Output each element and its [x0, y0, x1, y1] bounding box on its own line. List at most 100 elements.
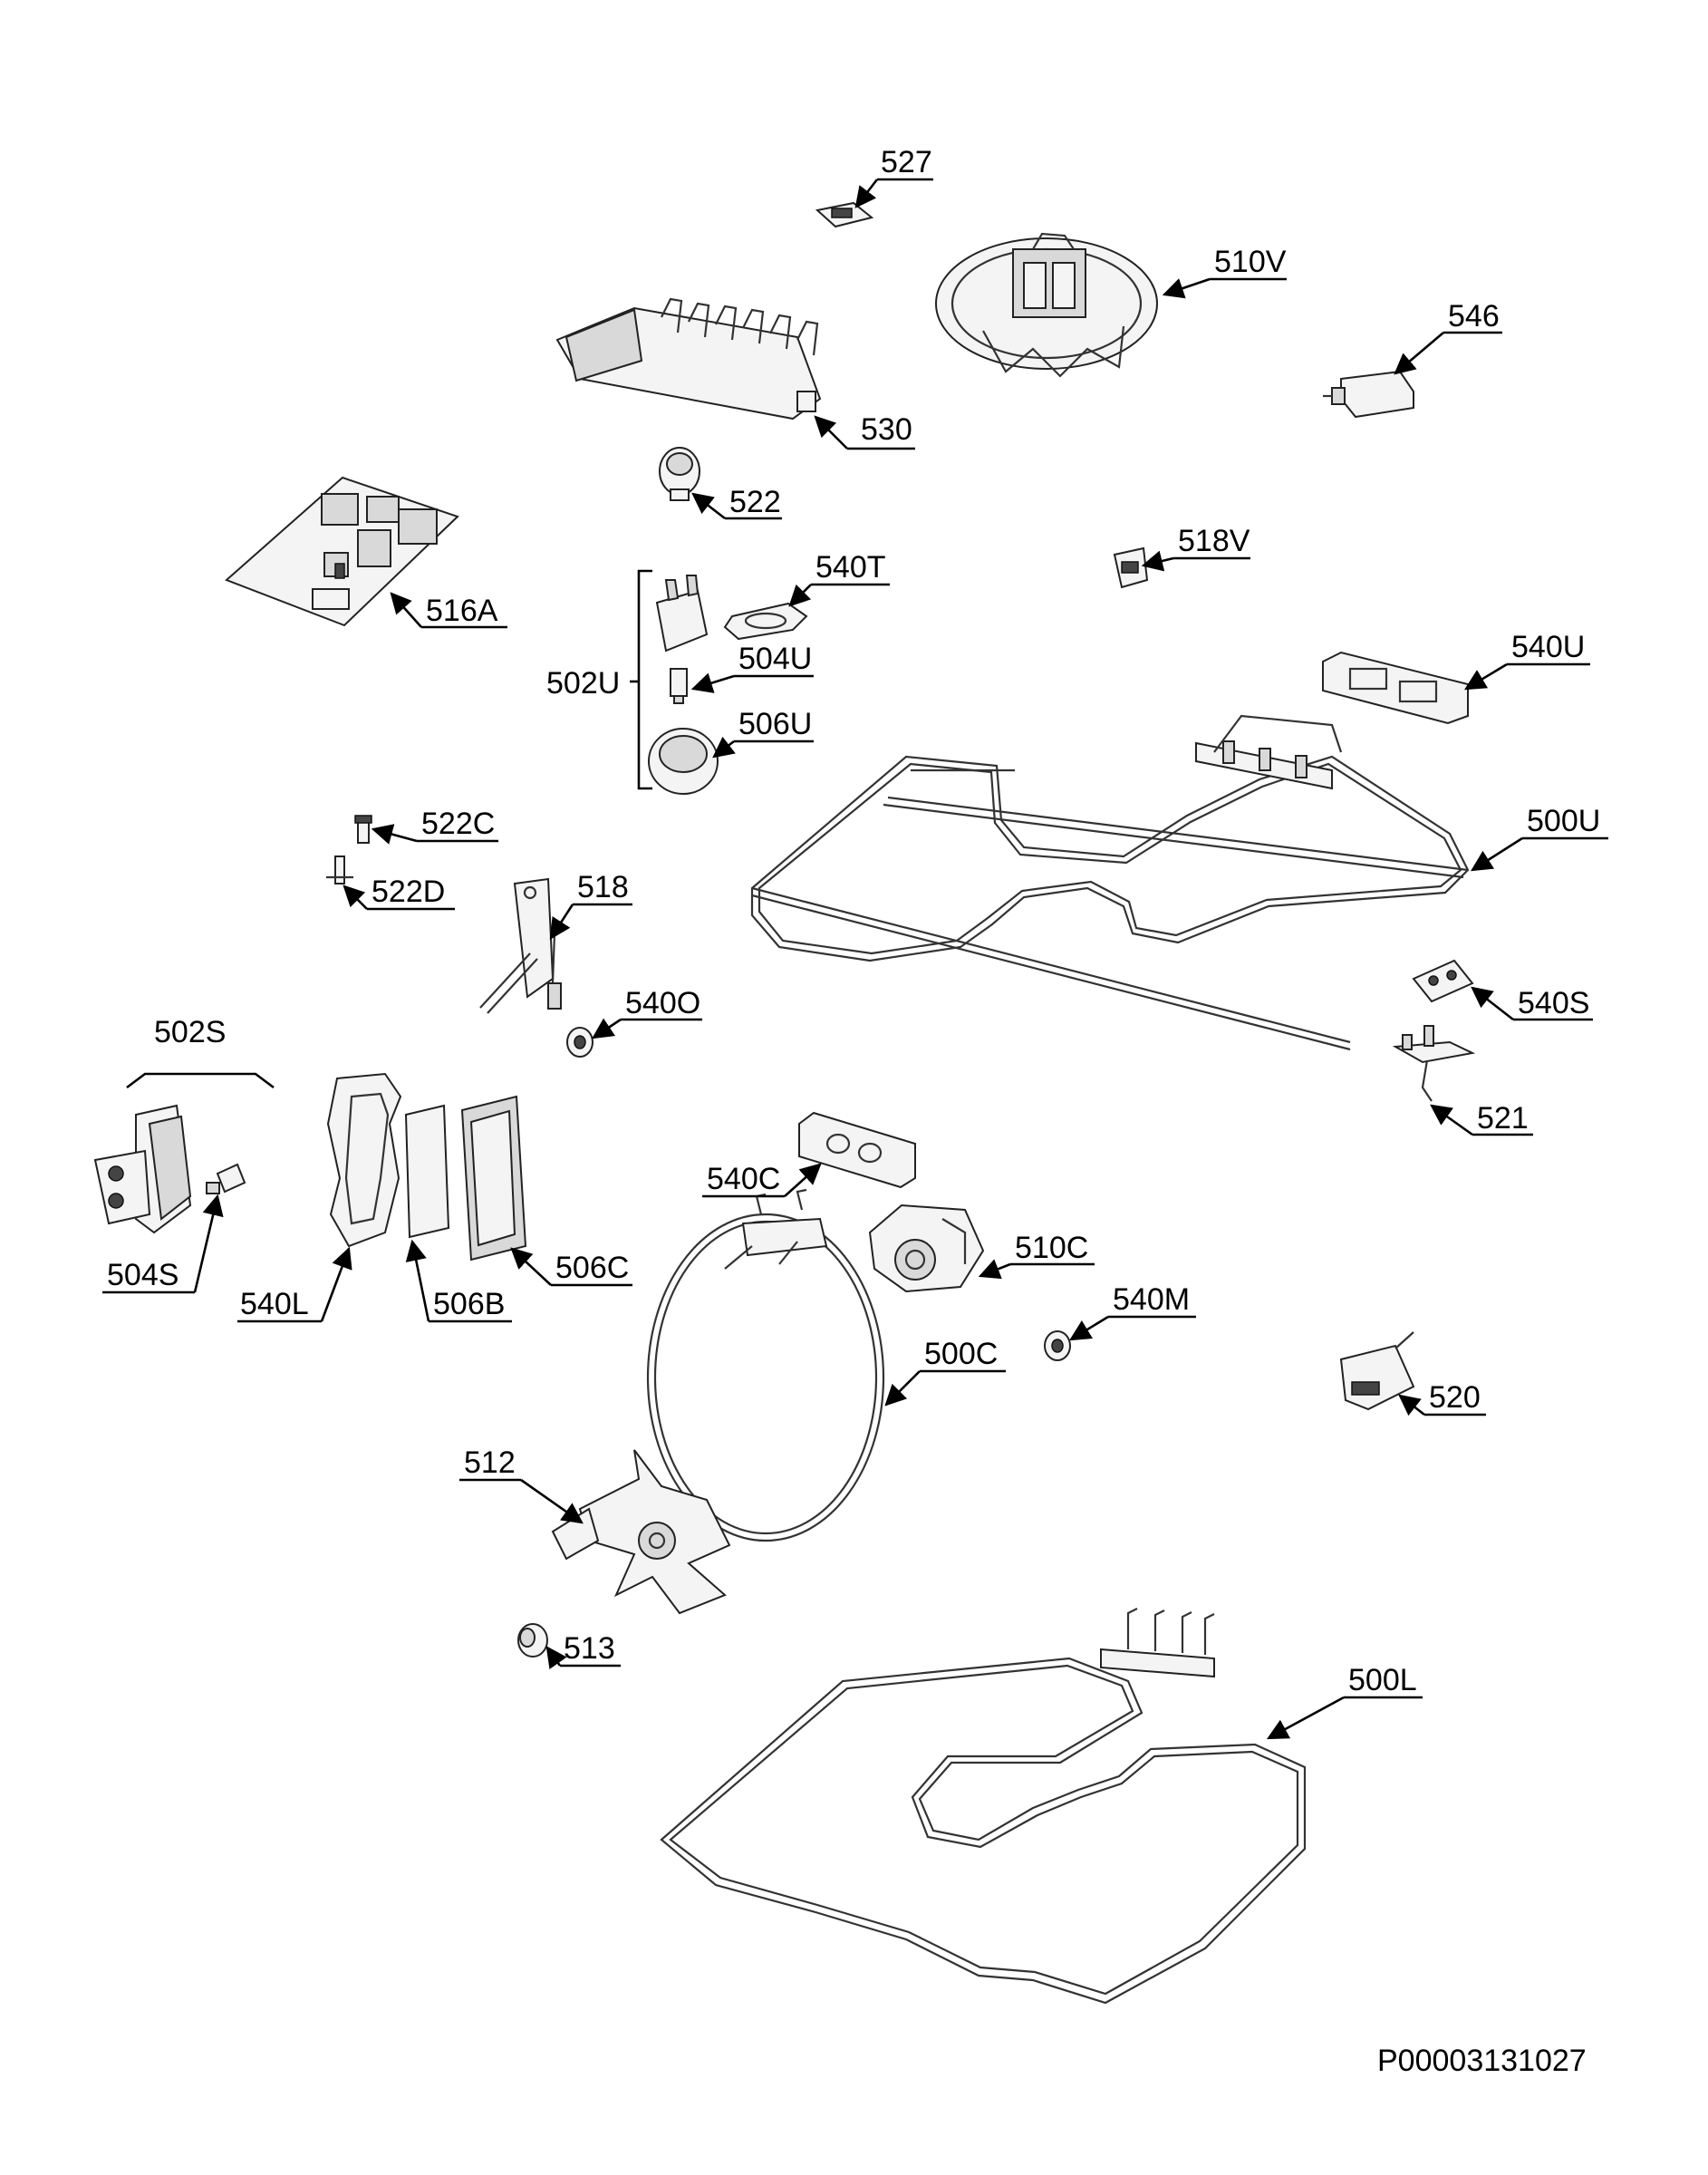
callout-540M: 540M [1069, 1282, 1196, 1341]
part-522C-clip [354, 815, 372, 844]
callout-518V: 518V [1141, 524, 1250, 572]
part-500C-circular-heating-element [646, 1188, 885, 1542]
callout-label-540U: 540U [1511, 630, 1585, 664]
callout-label-510C: 510C [1015, 1231, 1088, 1265]
callout-530: 530 [814, 412, 915, 450]
part-522D-clip [326, 856, 353, 884]
callout-label-518: 518 [577, 870, 629, 904]
callout-546: 546 [1394, 299, 1502, 375]
callout-label-506U: 506U [738, 707, 812, 741]
part-540U-gasket-plate [1322, 651, 1469, 725]
callout-label-521: 521 [1477, 1101, 1529, 1136]
callout-label-500U: 500U [1527, 804, 1600, 838]
callout-label-546: 546 [1448, 299, 1500, 334]
callout-540C: 540C [702, 1162, 822, 1198]
callout-label-510V: 510V [1214, 245, 1287, 279]
callout-506C: 506C [510, 1247, 632, 1287]
drawing-code: P00003131027 [1377, 2044, 1587, 2078]
callout-label-522C: 522C [421, 807, 495, 841]
callout-522C: 522C [371, 807, 498, 845]
part-530-terminal-block [555, 297, 822, 420]
part-518-temperature-sensor [479, 877, 562, 1014]
callout-522: 522 [691, 485, 782, 520]
part-540C-gasket-plate [798, 1111, 916, 1189]
callout-500C: 500C [884, 1337, 1006, 1406]
callout-540S: 540S [1471, 986, 1593, 1021]
callout-label-520: 520 [1429, 1380, 1481, 1415]
callout-label-506B: 506B [433, 1287, 505, 1321]
callout-510C: 510C [978, 1231, 1095, 1280]
callout-label-504S: 504S [107, 1258, 179, 1292]
callout-label-502S: 502S [154, 1015, 226, 1049]
callout-518: 518 [549, 870, 632, 940]
callout-label-516A: 516A [426, 594, 498, 628]
part-527-clip [815, 201, 874, 228]
callout-510V: 510V [1162, 245, 1287, 299]
callout-label-540L: 540L [240, 1287, 309, 1321]
part-516A-control-board [225, 476, 459, 627]
part-500U-grill-element [750, 714, 1470, 1051]
callout-label-513: 513 [564, 1631, 615, 1666]
callout-label-540S: 540S [1518, 986, 1589, 1020]
part-540T-gasket [723, 602, 808, 641]
callout-512: 512 [459, 1445, 584, 1524]
part-502S-side-lamp-assembly [93, 1104, 192, 1234]
part-506U-lamp-glass [648, 728, 719, 795]
part-540L-gasket [326, 1072, 402, 1248]
part-540M-grommet [1044, 1330, 1071, 1361]
callout-522D: 522D [343, 875, 455, 911]
part-513-nut [517, 1623, 548, 1658]
callout-506U: 506U [712, 707, 814, 759]
callout-label-506C: 506C [555, 1251, 629, 1285]
callout-527: 527 [854, 145, 933, 208]
callout-502U: 502U [546, 666, 620, 701]
part-506C-lamp-frame [460, 1095, 527, 1262]
callout-label-522D: 522D [372, 875, 445, 909]
part-518V-door-switch [1113, 546, 1149, 589]
callout-label-500L: 500L [1348, 1663, 1417, 1697]
part-504U-lamp-bulb [670, 668, 688, 704]
callout-502S: 502S [154, 1015, 226, 1049]
part-506B-lamp-glass [404, 1104, 450, 1239]
callout-label-527: 527 [881, 145, 932, 179]
callout-540T: 540T [788, 550, 890, 607]
callout-516A: 516A [390, 592, 507, 629]
callout-521: 521 [1430, 1101, 1533, 1136]
callout-500L: 500L [1266, 1663, 1423, 1740]
callout-label-504U: 504U [738, 642, 812, 676]
part-512-fan-impeller [551, 1449, 731, 1615]
callout-label-540M: 540M [1113, 1282, 1190, 1317]
part-500L-bottom-heating-element [660, 1608, 1307, 2005]
callout-label-500C: 500C [924, 1337, 998, 1371]
callout-504U: 504U [690, 642, 814, 693]
callout-513: 513 [545, 1631, 621, 1669]
part-521-bracket [1392, 1025, 1476, 1102]
callout-540O: 540O [592, 986, 702, 1039]
part-504S-side-lamp-bulb [206, 1163, 246, 1194]
callout-500U: 500U [1471, 804, 1608, 872]
callout-506B: 506B [405, 1239, 512, 1323]
callout-label-522: 522 [729, 485, 781, 519]
part-540S-plate [1412, 959, 1474, 1003]
part-522-thermostat [659, 447, 700, 501]
callout-label-502U: 502U [546, 666, 620, 701]
part-546-switch [1323, 370, 1414, 419]
callout-label-540C: 540C [707, 1162, 780, 1196]
part-520-lamp-switch [1339, 1331, 1415, 1411]
callout-504S: 504S [102, 1194, 224, 1294]
callout-label-540O: 540O [625, 986, 700, 1020]
callout-540U: 540U [1463, 630, 1590, 691]
callout-label-540T: 540T [815, 550, 886, 585]
part-510C-convection-fan-motor [868, 1204, 985, 1293]
part-lamp-housing-upper [655, 575, 709, 652]
callout-520: 520 [1398, 1380, 1486, 1416]
part-510V-cooling-fan-motor [935, 232, 1158, 378]
callout-540L: 540L [237, 1246, 352, 1323]
callout-label-530: 530 [861, 412, 912, 447]
part-502S-bracket [126, 1072, 275, 1089]
callout-label-518V: 518V [1178, 524, 1250, 558]
callout-label-512: 512 [464, 1445, 516, 1480]
part-540O-grommet [566, 1027, 593, 1058]
part-502U-bracket [630, 569, 652, 790]
